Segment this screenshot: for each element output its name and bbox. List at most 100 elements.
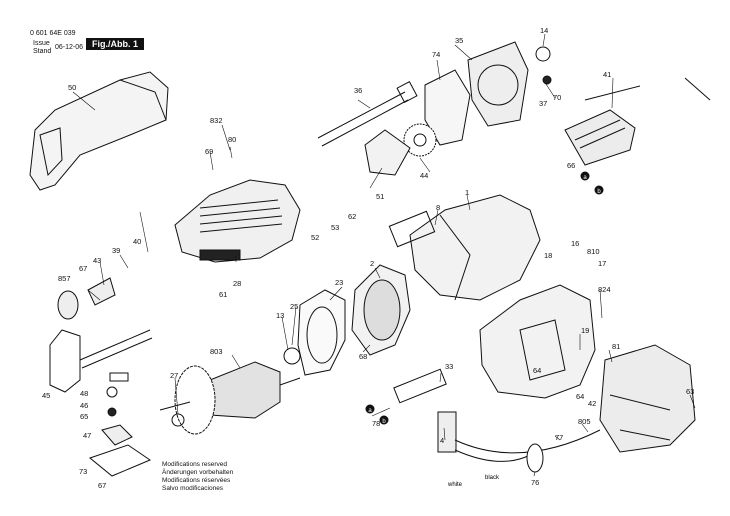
connector-b-marker [379,415,389,425]
callout-label: 81 [612,342,620,351]
note-line: Salvo modificaciones [162,485,224,492]
label-plate-part [388,210,436,248]
callout-label: 51 [376,192,384,201]
callout-label: 36 [354,86,362,95]
callout-labels: 50 832 80 69 40 39 43 67 857 61 28 36 74… [42,26,694,490]
wire-white-label: white [447,482,463,488]
callout-label: 824 [598,285,611,294]
callout-label: 40 [133,237,141,246]
callout-label: 27 [170,371,178,380]
connector-b-label: b [382,419,386,425]
connector-b-label: b [597,189,601,195]
note-line: Modifications réservées [162,477,231,484]
callout-label: 46 [80,401,88,410]
note-line: Änderungen vorbehalten [162,469,234,476]
note-line: Modifications reserved [162,461,228,468]
callout-label: 53 [331,223,339,232]
fan-baffle-part [297,289,346,376]
callout-label: 48 [80,389,88,398]
callout-label: 74 [432,50,440,59]
callout-label: 2 [370,259,374,268]
callout-label: 65 [80,412,88,421]
switch-guard-part [564,109,636,166]
drive-gear-part [403,123,437,157]
connector-a-label: a [368,408,372,414]
callout-label: 16 [571,239,579,248]
callout-label: 25 [290,302,298,311]
callout-label: 73 [79,467,87,476]
clamp-part-43 [87,277,116,306]
power-cable-part [454,429,601,473]
callout-label: 64 [533,366,541,375]
switch-assembly-part [393,368,457,453]
callout-label: 67 [79,264,87,273]
chuck-part-46 [106,386,118,398]
callout-label: 43 [93,256,101,265]
motor-housing-part [409,194,541,301]
callout-label: 47 [83,431,91,440]
issue-label: Issue [33,40,50,47]
gear-cap-part [467,41,529,127]
doc-number: 0 601 64E 039 [30,30,76,37]
callout-label: 80 [228,135,236,144]
issue-date: 06-12-06 [55,44,84,51]
callout-label: 78 [372,419,380,428]
callout-label: 42 [588,399,596,408]
callout-label: 28 [233,279,241,288]
chuck-part-48 [109,372,129,382]
callout-label: 23 [335,278,343,287]
housing-shell-part [29,71,169,191]
callout-label: 52 [311,233,319,242]
callout-label: 61 [219,290,227,299]
callout-label: 33 [445,362,453,371]
callout-label: 62 [348,212,356,221]
connector-a-marker [580,171,590,181]
callout-label: 832 [210,116,223,125]
gear-plate-part [424,69,471,146]
stand-label: Stand [33,48,52,55]
callout-label: 803 [210,347,223,356]
handle-half-part [479,284,596,399]
callout-label: 64 [576,392,584,401]
chuck-part-65 [107,407,117,417]
callout-label: 70 [553,93,561,102]
callout-label: 19 [581,326,589,335]
callout-label: 63 [686,387,694,396]
connector-b-marker [594,185,604,195]
callout-label: 69 [205,147,213,156]
callout-label: 810 [587,247,600,256]
callout-label: 4 [440,436,444,445]
spring-rod-part [584,77,711,101]
bearing-part [535,46,551,62]
callout-label: 37 [539,99,547,108]
armature-part [159,361,301,435]
handle-cover-part [599,344,696,453]
callout-label: 50 [68,83,76,92]
callout-label: 18 [544,251,552,260]
connector-a-marker [365,404,375,414]
chuck-part-73 [88,444,152,477]
gear-housing-part [174,179,301,263]
bearing-25-part [283,347,301,365]
crank-part [364,129,411,176]
callout-label: 35 [455,36,463,45]
callout-label: 76 [531,478,539,487]
modifications-note: Modifications reserved Änderungen vorbeh… [162,461,233,493]
callout-label: 67 [98,481,106,490]
wire-black-label: black [485,475,500,481]
callout-label: 39 [112,246,120,255]
clamp-sleeve-part [57,290,79,320]
stator-part [351,264,411,356]
connector-markers: a b a b [365,171,604,425]
callout-label: 17 [598,259,606,268]
callout-label: 8 [436,203,440,212]
nut-part [542,75,552,85]
callout-label: 857 [58,274,71,283]
chuck-part-47 [101,424,133,446]
callout-label: 14 [540,26,548,35]
callout-label: 77 [555,433,563,442]
callout-label: 41 [603,70,611,79]
callout-label: 68 [359,352,367,361]
callout-label: 805 [578,417,591,426]
